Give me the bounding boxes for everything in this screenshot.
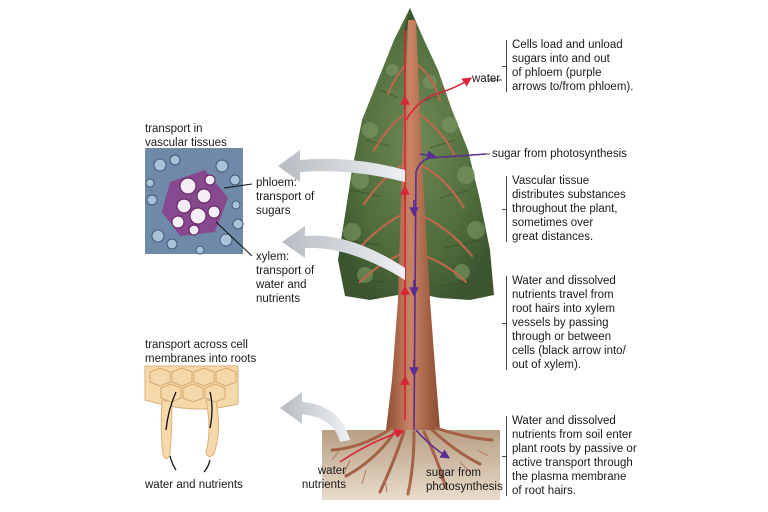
heading-line: membranes into roots (145, 353, 257, 365)
root-cells-illustration (144, 365, 239, 473)
note-line: active transport through (512, 457, 633, 469)
leader-lines (486, 79, 502, 155)
note-bracket (502, 416, 511, 496)
note-phloem-cells: Cells load and unload sugars into and ou… (512, 38, 633, 94)
water-nutrients-root-label: water nutrients (300, 464, 346, 492)
note-line: out of xylem). (512, 359, 582, 371)
label-line: nutrients (301, 479, 346, 491)
grey-arrow-phloem (278, 150, 405, 182)
sugar-root-label: sugar from photosynthesis (426, 466, 503, 494)
label-line: xylem: (256, 251, 290, 263)
label-line: phloem: (256, 177, 297, 189)
note-line: nutrients from soil enter (512, 429, 633, 441)
label-line: water (317, 465, 346, 477)
note-line: plant roots by passive or (512, 443, 637, 455)
label-line: nutrients (256, 293, 301, 305)
heading-line: vascular tissues (145, 137, 227, 149)
heading-line: transport across cell (145, 339, 248, 351)
note-line: vessels by passing (512, 317, 609, 329)
note-line: sometimes over (512, 217, 594, 229)
note-line: the plasma membrane (512, 471, 627, 483)
note-line: Water and dissolved (512, 415, 616, 427)
tree-trunk (386, 20, 440, 430)
note-line: Water and dissolved (512, 275, 616, 287)
note-line: through or between (512, 331, 612, 343)
note-line: Vascular tissue (512, 175, 590, 187)
label-line: photosynthesis (426, 481, 503, 493)
note-bracket (502, 176, 511, 242)
note-line: cells (black arrow into/ (512, 345, 626, 357)
note-line: sugars into and out (512, 53, 610, 65)
label-line: transport of (256, 191, 315, 203)
label-line: sugars (256, 205, 291, 217)
note-bracket (502, 40, 511, 92)
sugar-arrows (409, 150, 487, 459)
note-line: distributes substances (512, 189, 626, 201)
note-line: of root hairs. (512, 485, 576, 497)
note-line: arrows to/from phloem). (512, 81, 634, 93)
phloem-label: phloem: transport of sugars (256, 176, 314, 218)
roots-heading: transport across cell membranes into roo… (145, 338, 256, 366)
heading-line: transport in (145, 123, 203, 135)
note-line: throughout the plant, (512, 203, 618, 215)
label-line: sugar from (426, 467, 481, 479)
note-root-uptake: Water and dissolved nutrients from soil … (512, 414, 637, 498)
vascular-micrograph (145, 148, 253, 257)
note-line: great distances. (512, 231, 594, 243)
note-bracket (502, 276, 511, 370)
grey-arrow-roots (280, 392, 350, 442)
vascular-tissues-heading: transport in vascular tissues (145, 122, 227, 150)
root-hairs (331, 449, 489, 495)
sugar-from-photosynthesis-label: sugar from photosynthesis (492, 148, 627, 160)
water-top-label: water (472, 73, 501, 85)
xylem-label: xylem: transport of water and nutrients (256, 250, 314, 306)
note-xylem-transport: Water and dissolved nutrients travel fro… (512, 274, 626, 372)
label-line: transport of (256, 265, 315, 277)
note-line: root hairs into xylem (512, 303, 615, 315)
note-line: nutrients travel from (512, 289, 614, 301)
water-arrows (339, 30, 472, 463)
note-line: Cells load and unload (512, 39, 623, 51)
grey-arrow-xylem (282, 226, 405, 280)
water-nutrients-caption: water and nutrients (145, 479, 243, 491)
note-line: of phloem (purple (512, 67, 602, 79)
label-line: water and (256, 279, 307, 291)
note-vascular-tissue: Vascular tissue distributes substances t… (512, 174, 626, 244)
